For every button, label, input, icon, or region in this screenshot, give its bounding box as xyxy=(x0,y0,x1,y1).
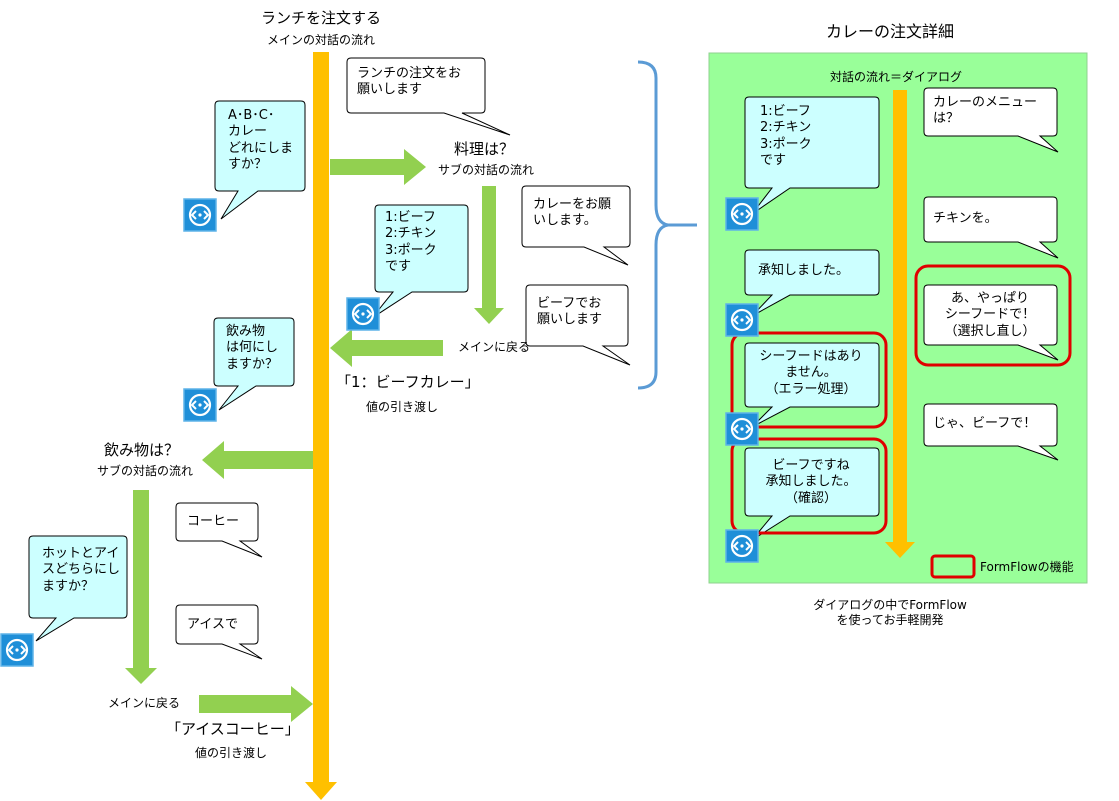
highlight-confirm xyxy=(730,437,888,535)
bot-icon xyxy=(724,411,760,447)
bot-icon xyxy=(345,296,381,332)
bot-icon xyxy=(724,528,760,564)
arrow-curry-sub-down xyxy=(474,186,504,324)
bubble-user-ice: アイスで xyxy=(187,617,238,632)
sub-drink-subtitle: サブの対話の流れ xyxy=(97,464,194,478)
detail-user-menu-q: カレーのメニュー は？ xyxy=(933,95,1038,127)
detail-user-beef: じゃ、ビーフで！ xyxy=(933,416,1037,431)
detail-flow-arrow xyxy=(885,90,915,558)
bubble-bot-abc: A･B･C･ カレー どれにしま すか？ xyxy=(228,108,294,172)
bubble-user-coffee: コーヒー xyxy=(187,514,240,529)
bubble-user-beef-shape xyxy=(525,284,631,366)
bot-icon xyxy=(182,387,218,423)
detail-bot-ack: 承知しました。 xyxy=(758,263,850,278)
bubble-user-order-shape xyxy=(346,57,511,136)
detail-user-seafood-shape xyxy=(923,284,1059,361)
bubble-bot-hot-ice: ホットとアイ スどちらにし ますか？ xyxy=(42,546,121,594)
bot-icon xyxy=(724,302,760,338)
bubble-user-ice-shape xyxy=(175,604,263,660)
bubble-bot-hot-ice-shape xyxy=(28,535,128,642)
detail-user-chicken-shape xyxy=(923,196,1059,259)
pass-value-1: 値の引き渡し xyxy=(366,400,439,414)
panel-bracket xyxy=(637,60,697,390)
arrow-to-drink-sub xyxy=(202,441,313,479)
sub-curry-title: 料理は？ xyxy=(454,140,515,158)
return-label-1: メインに戻る xyxy=(458,340,531,354)
detail-bot-menu-shape xyxy=(744,96,880,215)
detail-user-seafood: あ、やっぱり シーフードで！ （選択し直し） xyxy=(944,291,1036,339)
bubble-user-beef: ビーフでお 願いします xyxy=(537,296,603,328)
detail-title: カレーの注文詳細 xyxy=(825,22,954,41)
detail-user-beef-shape xyxy=(923,403,1059,461)
detail-bot-menu: 1:ビーフ 2:チキン 3:ポーク です xyxy=(760,104,812,168)
detail-flow-label: 対話の流れ＝ダイアログ xyxy=(830,70,963,84)
pass-value-2: 値の引き渡し xyxy=(195,746,268,760)
main-subtitle: メインの対話の流れ xyxy=(266,33,375,47)
bubble-user-order: ランチの注文をお 願いします xyxy=(357,66,462,98)
detail-bot-no-seafood: シーフードはあり ません。 （エラー処理） xyxy=(759,349,863,397)
bubble-bot-drink: 飲み物 は何にし ますか？ xyxy=(226,324,279,372)
bubble-bot-menu: 1:ビーフ 2:チキン 3:ポーク です xyxy=(385,210,437,274)
result-1: 「1：ビーフカレー」 xyxy=(336,373,480,391)
detail-bot-confirm-shape xyxy=(744,447,880,541)
bot-icon xyxy=(724,196,760,232)
bubble-bot-drink-shape xyxy=(213,317,295,411)
main-flow-arrow xyxy=(305,52,337,800)
highlight-error xyxy=(730,331,888,429)
arrow-curry-return xyxy=(330,329,443,367)
arrow-drink-return xyxy=(199,686,313,722)
bubble-bot-menu-shape xyxy=(371,204,469,319)
sub-curry-subtitle: サブの対話の流れ xyxy=(438,163,535,177)
detail-caption: ダイアログの中でFormFlow を使ってお手軽開発 xyxy=(813,598,967,627)
detail-bot-confirm: ビーフですね 承知しました。 （確認） xyxy=(765,458,857,506)
bubble-user-coffee-shape xyxy=(175,502,263,558)
arrow-to-curry-sub xyxy=(330,149,426,185)
detail-user-menu-q-shape xyxy=(923,87,1059,153)
result-2: 「アイスコーヒー」 xyxy=(166,720,300,738)
legend-label: FormFlowの機能 xyxy=(980,560,1074,574)
detail-bot-no-seafood-shape xyxy=(744,342,880,428)
bubble-user-curry: カレーをお願 いします。 xyxy=(533,197,612,229)
bot-icon xyxy=(182,197,218,233)
detail-user-chicken: チキンを。 xyxy=(933,211,998,226)
detail-bot-ack-shape xyxy=(744,249,880,317)
main-title: ランチを注文する xyxy=(260,9,381,27)
bot-icon xyxy=(0,632,35,668)
arrow-drink-sub-down xyxy=(125,490,157,684)
legend-swatch xyxy=(930,554,976,579)
bubble-bot-abc-shape xyxy=(214,100,306,220)
sub-drink-title: 飲み物は？ xyxy=(104,441,180,459)
highlight-reselect xyxy=(914,264,1072,367)
bubble-user-curry-shape xyxy=(521,185,631,266)
return-label-2: メインに戻る xyxy=(108,696,181,710)
